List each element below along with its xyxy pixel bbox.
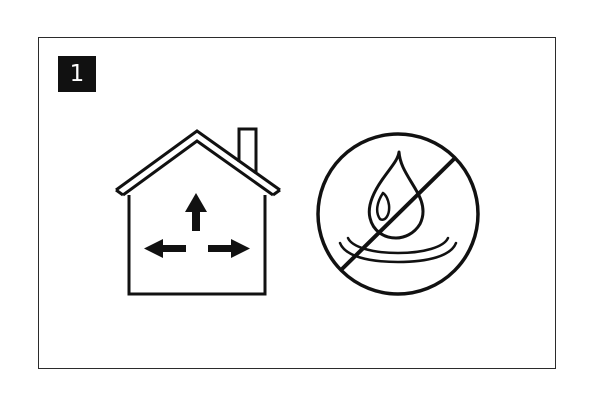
water-ripple-outer bbox=[338, 241, 458, 264]
instruction-panel bbox=[38, 37, 556, 369]
step-number-badge: 1 bbox=[58, 56, 96, 92]
water-drop-icon bbox=[367, 150, 425, 240]
arrow-left-icon bbox=[144, 239, 186, 258]
prohibition-slash bbox=[339, 156, 457, 272]
house-ventilation-icon bbox=[115, 127, 281, 296]
house-roof-outer bbox=[115, 129, 281, 192]
prohibition-circle bbox=[316, 132, 480, 296]
arrow-right-icon bbox=[208, 239, 250, 258]
house-roof-inner bbox=[122, 139, 274, 197]
arrow-up-icon bbox=[185, 193, 207, 231]
no-moisture-icon bbox=[316, 132, 480, 296]
water-drop-highlight bbox=[375, 191, 391, 221]
house-walls bbox=[127, 195, 267, 296]
water-ripple-inner bbox=[346, 236, 450, 255]
house-chimney bbox=[237, 127, 258, 174]
